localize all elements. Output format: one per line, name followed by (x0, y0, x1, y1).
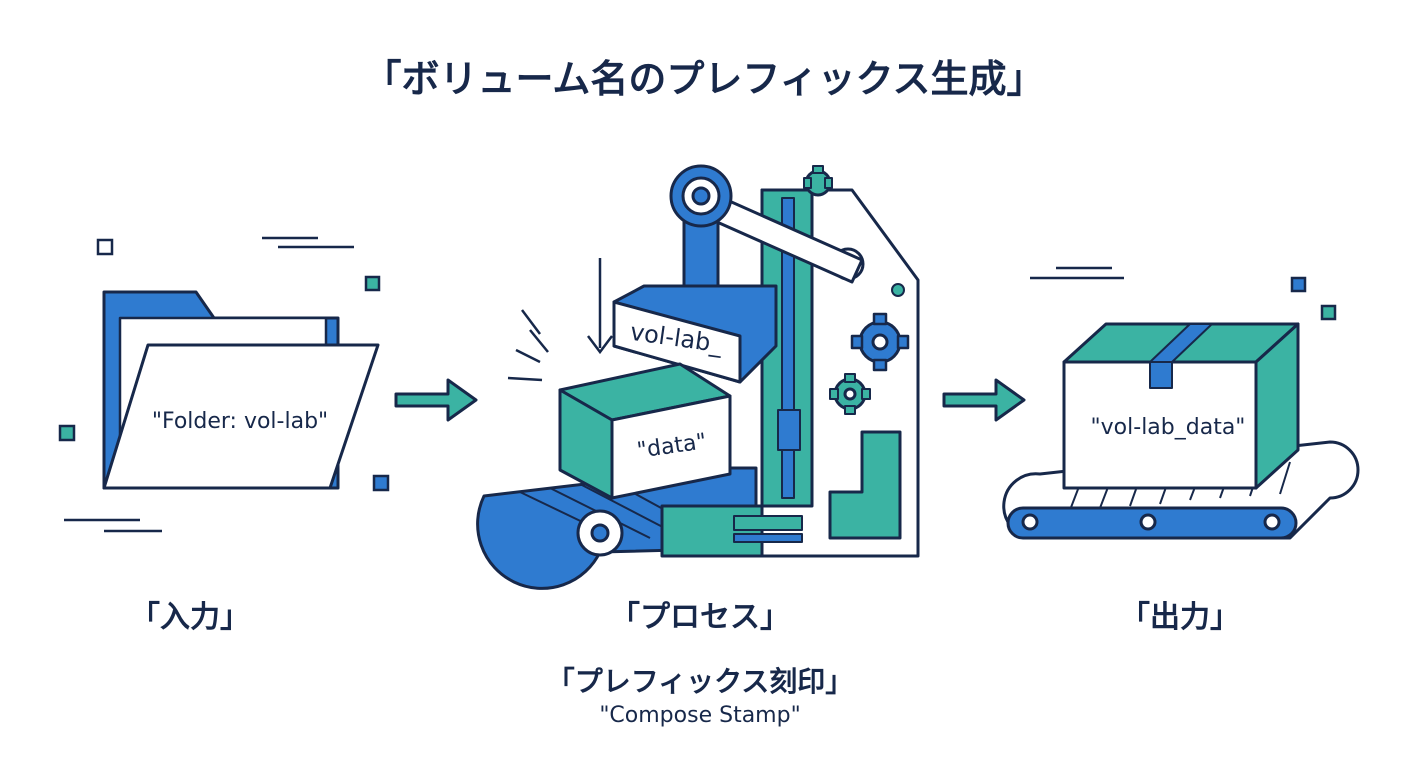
gear-icon (850, 312, 910, 372)
caption-input: 「入力」 (130, 600, 250, 635)
diagram-title: 「ボリューム名のプレフィックス生成」 (363, 57, 1045, 101)
arrow-input-to-process (394, 378, 478, 422)
caption-prefix-stamp: 「プレフィックス刻印」 (546, 665, 854, 698)
input-decorations (58, 236, 390, 533)
gear-icon (803, 165, 833, 197)
caption-process: 「プロセス」 (610, 600, 790, 635)
stamp-machine: vol-lab_ "data" (476, 164, 920, 590)
input-folder: "Folder: vol-lab" (102, 290, 380, 490)
caption-output: 「出力」 (1120, 600, 1240, 635)
gear-icon (829, 373, 871, 415)
output-box-label: "vol-lab_data" (1091, 415, 1246, 440)
impact-marks (507, 258, 613, 382)
caption-compose-stamp: "Compose Stamp" (599, 703, 801, 728)
arrow-process-to-output (942, 378, 1026, 422)
output-decorations (1030, 266, 1337, 321)
output-box: "vol-lab_data" (1062, 322, 1300, 490)
folder-label: "Folder: vol-lab" (152, 409, 328, 434)
